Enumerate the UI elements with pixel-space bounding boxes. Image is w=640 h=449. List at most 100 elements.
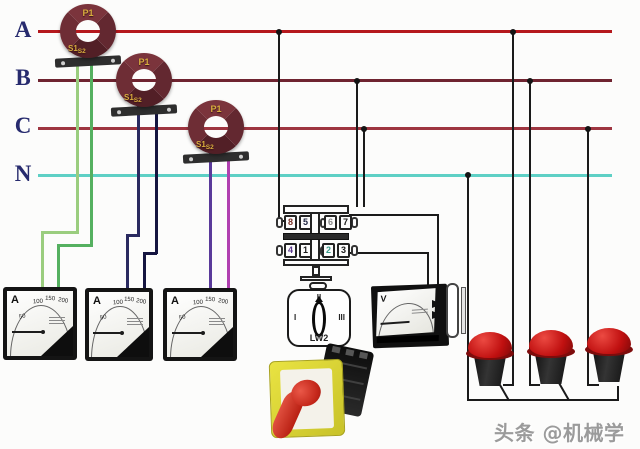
phase-b-label: B <box>15 65 31 90</box>
phase-b-line <box>38 79 612 82</box>
voltmeter-side-bracket <box>446 283 459 338</box>
scale-tick: 150 <box>45 295 56 302</box>
scale-tick: 150 <box>205 296 216 303</box>
scale-tick: 200 <box>218 298 229 306</box>
ct-ring <box>116 53 172 107</box>
scale-tick: 150 <box>123 296 135 303</box>
meter-corner <box>117 327 149 357</box>
terminal-1: 1 <box>299 243 312 258</box>
meter-scale-arc <box>376 301 435 337</box>
connector-arrow <box>432 311 442 319</box>
wire-ct2-s2-h <box>143 252 157 255</box>
meter-spec-text <box>127 318 144 327</box>
wire-ct2-s2-v <box>155 106 158 254</box>
scale-tick: 100 <box>112 299 124 307</box>
wire-n-drop <box>467 175 469 401</box>
scale-tick: 100 <box>193 299 204 307</box>
switch-stem <box>312 266 320 276</box>
wire-switch-to-voltmeter-1h <box>349 214 439 216</box>
terminal-7: 7 <box>339 215 352 230</box>
switch-stem-bar <box>300 276 332 281</box>
position-right-label: III <box>338 313 345 322</box>
wire-ct2-s1-v <box>137 106 140 236</box>
meter-corner <box>201 327 233 357</box>
lamp-red-cap <box>468 332 512 358</box>
voltmeter-side-rail <box>461 287 466 334</box>
terminal-4: 4 <box>284 243 297 258</box>
wire-b-to-lamp2 <box>529 80 531 386</box>
phase-c-label: C <box>14 113 32 138</box>
selector-switch-contacts: 8 5 6 7 4 1 2 3 <box>275 205 363 295</box>
meter-corner <box>41 326 73 356</box>
wire-ct1-s2-v <box>90 58 93 246</box>
ct-p1-label: P1 <box>210 104 222 114</box>
ammeter-2: A 50 100 150 200 <box>85 288 153 361</box>
ct-s2-label: S2 <box>133 97 142 104</box>
wire-ct1-s1-v <box>76 58 79 233</box>
junction-dot <box>276 29 282 35</box>
watermark: 头条 @机械学霸 <box>494 421 625 445</box>
contact-bar-bottom <box>283 259 349 266</box>
ct-ring <box>60 4 116 58</box>
ct-p1-label: P1 <box>138 57 150 67</box>
meter-needle <box>93 332 121 335</box>
selector-model-label: LW2 <box>309 333 329 343</box>
contact-loop <box>276 217 283 228</box>
ct-s1-label: S1 <box>196 140 206 149</box>
ct-s1-label: S1 <box>68 44 78 53</box>
wire-n-up-lamp3 <box>617 386 619 401</box>
neutral-label: N <box>14 161 32 186</box>
contact-bar-top <box>283 205 349 214</box>
ct-ring <box>188 100 244 154</box>
connector-arrow <box>432 300 442 308</box>
selector-knob <box>312 301 326 337</box>
ct-s2-label: S2 <box>205 144 214 151</box>
contact-loop <box>351 217 358 228</box>
indicator-lamp-c <box>585 328 633 384</box>
phase-c-line <box>38 127 612 130</box>
scale-tick: 100 <box>33 298 44 306</box>
terminal-3: 3 <box>337 243 350 258</box>
contact-bar-middle <box>283 233 349 240</box>
position-left-label: I <box>294 313 297 322</box>
junction-dot <box>361 126 367 132</box>
phase-a-line <box>38 30 612 33</box>
wire-ct2-s2-d <box>143 252 146 290</box>
ct-p1-label: P1 <box>82 8 94 18</box>
lamp-red-cap <box>529 330 573 356</box>
wire-ct1-s2-h <box>57 244 93 247</box>
wire-c-to-lamp3 <box>587 128 589 386</box>
wire-ct1-s1-h <box>41 231 79 234</box>
ct-s1-label: S1 <box>124 93 134 102</box>
voltmeter-terminal-bar <box>376 335 439 344</box>
wire-b-to-switch <box>356 80 358 207</box>
ammeter-3: A 50 100 150 200 <box>163 288 237 361</box>
wire-lamp2-stub <box>529 384 540 386</box>
wire-lamp1-stub <box>503 384 514 386</box>
terminal-5: 5 <box>299 215 312 230</box>
ammeter-1: A 50 100 150 200 <box>3 287 77 360</box>
scale-tick: 200 <box>135 298 147 306</box>
wire-switch-to-voltmeter-1v <box>437 214 439 306</box>
wire-ct2-s1-d <box>126 234 129 290</box>
wire-ct3-s1-v <box>209 153 212 290</box>
wire-ct1-s1-d <box>41 231 44 289</box>
junction-dot <box>527 78 533 84</box>
ammeter-unit: A <box>11 294 19 306</box>
meter-needle <box>11 331 42 334</box>
junction-dot <box>354 78 360 84</box>
meter-needle <box>171 332 202 335</box>
terminal-6: 6 <box>324 215 337 230</box>
ct-s2-label: S2 <box>77 48 86 55</box>
wire-ct2-s1-h <box>126 234 140 237</box>
wire-ct3-s2-v <box>227 153 230 290</box>
junction-dot <box>465 172 471 178</box>
junction-dot <box>510 29 516 35</box>
phase-a-label: A <box>14 17 32 42</box>
voltmeter-unit: V <box>380 293 387 304</box>
wire-a-to-lamp1 <box>512 31 514 386</box>
indicator-lamp-b <box>527 330 575 386</box>
meter-spec-text <box>49 317 66 326</box>
meter-spec-text <box>411 308 428 315</box>
